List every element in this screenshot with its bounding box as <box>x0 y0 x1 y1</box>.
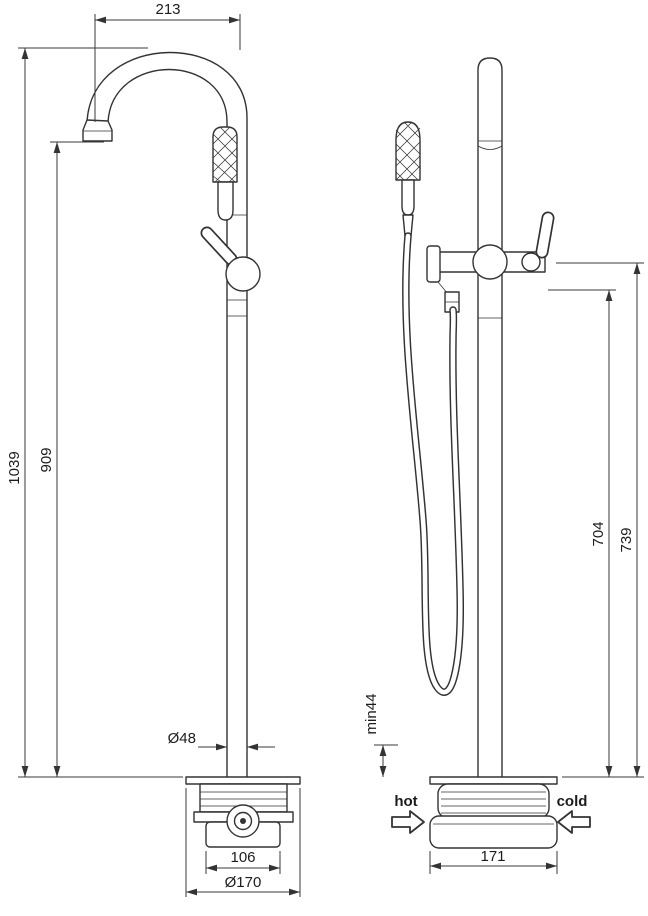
dim-handle-height: 704 <box>548 289 616 777</box>
dim-arrowhead <box>605 766 613 777</box>
spout-inner-edge <box>107 68 228 778</box>
base-connector-inner <box>233 811 253 831</box>
cold-arrow-icon <box>557 810 591 834</box>
handset-knurl-front <box>395 121 421 181</box>
handset-handle-front <box>401 179 415 216</box>
front-column <box>477 57 503 778</box>
spout-mouth <box>82 119 113 142</box>
dim-front-base-width-text: 171 <box>480 848 505 865</box>
hot-arrow-icon <box>391 810 425 834</box>
dim-handle-height-text: 704 <box>590 521 607 546</box>
dim-base-top-width-text: 106 <box>230 849 255 866</box>
tap-side-view <box>82 51 301 848</box>
dim-spout-height-text: 909 <box>38 447 55 472</box>
dim-arrowhead <box>206 864 217 872</box>
dim-spout-reach-text: 213 <box>155 1 180 18</box>
dim-arrowhead <box>95 16 106 24</box>
cold-label: cold <box>557 793 588 810</box>
handset-handle <box>217 181 234 221</box>
dim-base-diameter: Ø170 <box>185 788 301 897</box>
valve-escutcheon <box>225 256 261 292</box>
dim-arrowhead <box>430 862 441 870</box>
base-connector-dot <box>240 818 246 824</box>
dim-spout-reach: 213 <box>94 1 241 122</box>
center-boss <box>472 244 508 280</box>
dim-arrowhead <box>53 766 61 777</box>
dim-arrowhead <box>186 888 197 896</box>
dim-arrowhead <box>289 888 300 896</box>
dim-base-diameter-text: Ø170 <box>225 874 262 891</box>
spout-outer-edge <box>86 51 248 778</box>
base-side <box>185 776 301 848</box>
dim-arrowhead <box>21 766 29 777</box>
dim-spout-height: 909 <box>38 141 104 777</box>
dim-arrowhead <box>247 743 258 751</box>
handset-holder-bracket <box>426 245 441 283</box>
handset-head-front <box>395 121 421 181</box>
dim-total-height: 1039 <box>6 47 183 778</box>
dim-pipe-diameter: Ø48 <box>168 730 275 751</box>
dim-overall-front-height-text: 739 <box>618 527 635 552</box>
dim-pipe-diameter-text: Ø48 <box>168 730 196 747</box>
dim-arrowhead <box>216 743 227 751</box>
base-flange <box>185 776 301 785</box>
dim-base-top-width: 106 <box>205 849 281 874</box>
dim-min-clearance-text: min44 <box>363 694 380 735</box>
dim-arrowhead <box>605 290 613 301</box>
dim-overall-front-height: 739 <box>556 262 644 778</box>
dim-arrowhead <box>546 862 557 870</box>
dim-arrowhead <box>633 766 641 777</box>
dim-arrowhead <box>379 766 387 777</box>
dim-arrowhead <box>633 263 641 274</box>
dim-front-base-width: 171 <box>429 848 558 874</box>
temperature-lever-front <box>535 211 555 259</box>
dim-arrowhead <box>21 48 29 59</box>
hand-shower-side <box>212 126 238 221</box>
dim-arrowhead <box>53 142 61 153</box>
hand-shower-front <box>395 121 421 237</box>
temperature-lever-side <box>200 226 238 266</box>
lever-flange <box>521 252 541 272</box>
dim-arrowhead <box>229 16 240 24</box>
dim-min-clearance: min44 <box>363 694 398 777</box>
dimensions: 213 1039 909 Ø48 106 <box>6 1 644 897</box>
handset-knurl-hatch <box>212 126 238 183</box>
tap-front-view: hot cold <box>391 57 591 849</box>
front-base-flange <box>429 776 558 785</box>
dim-total-height-text: 1039 <box>6 451 23 484</box>
dim-arrowhead <box>379 745 387 756</box>
dim-arrowhead <box>269 864 280 872</box>
front-base-skirt <box>429 815 558 849</box>
front-spout-mouth <box>477 140 503 150</box>
base-front <box>429 776 558 849</box>
hot-label: hot <box>394 793 417 810</box>
shower-hose <box>402 232 465 696</box>
